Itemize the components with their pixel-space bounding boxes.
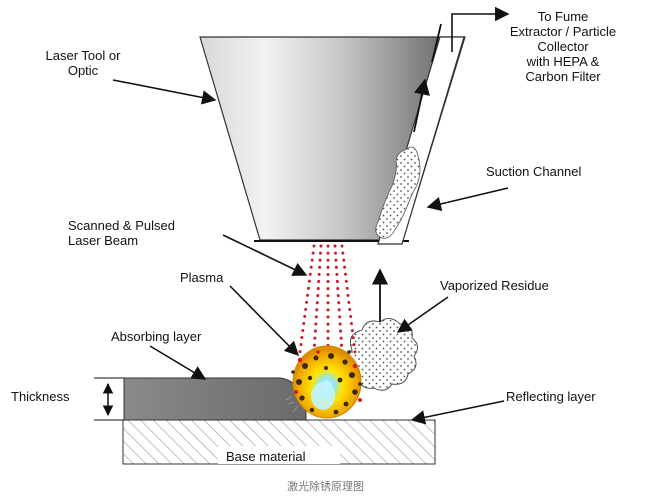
fume-label-line1: To Fume	[537, 9, 589, 24]
laser-tool-line1: Laser Tool or	[45, 48, 121, 63]
fume-label-line4: with HEPA &	[526, 54, 600, 69]
plasma-ball	[285, 345, 362, 419]
suction-channel-particles	[375, 146, 421, 239]
base-material-label-bg	[218, 446, 340, 464]
absorbing-layer-arrow	[149, 345, 207, 380]
plasma-arrow	[229, 285, 300, 357]
suction-channel-arrow	[426, 187, 509, 212]
figure-caption: 激光除锈原理图	[287, 480, 364, 493]
laser-beam	[298, 244, 357, 354]
fume-label-line3: Collector	[537, 39, 589, 54]
fume-extractor-arrow	[451, 6, 510, 52]
vaporized-residue-label: Vaporized Residue	[440, 278, 549, 293]
plasma-label: Plasma	[180, 270, 224, 285]
scanned-beam-line1: Scanned & Pulsed	[68, 218, 175, 233]
fume-flow-arrow-upper	[431, 23, 442, 63]
scanned-beam-line2: Laser Beam	[68, 233, 139, 248]
reflecting-layer-arrow	[410, 400, 505, 425]
laser-tool-label: Laser Tool or Optic	[30, 48, 136, 78]
scanned-beam-label: Scanned & Pulsed Laser Beam	[68, 218, 175, 248]
suction-channel-label: Suction Channel	[486, 164, 582, 179]
scanned-beam-arrow	[222, 234, 308, 276]
base-material-label: Base material	[226, 449, 306, 464]
laser-tool-arrow	[112, 79, 217, 105]
fume-label-line2: Extractor / Particle	[509, 24, 617, 39]
fume-label-line5: Carbon Filter	[525, 69, 601, 84]
absorbing-layer-label: Absorbing layer	[111, 329, 202, 344]
vaporized-residue-arrow	[396, 296, 449, 333]
fume-extractor-label: To Fume Extractor / Particle Collector w…	[490, 9, 636, 84]
reflecting-layer-label: Reflecting layer	[506, 389, 596, 404]
fume-flow-arrow-lower	[413, 78, 430, 133]
absorbing-layer-shape	[123, 377, 307, 421]
thickness-label: Thickness	[11, 389, 70, 404]
laser-tool-line2: Optic	[67, 63, 99, 78]
